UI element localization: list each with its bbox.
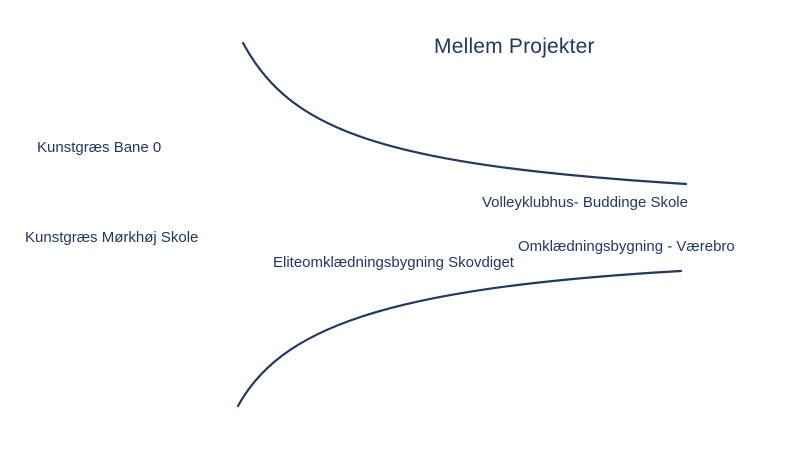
label-kunstgraes-bane-0: Kunstgræs Bane 0 (37, 139, 162, 156)
top-decreasing-curve (241, 41, 688, 186)
label-volleyklubhus-buddinge-skole: Volleyklubhus- Buddinge Skole (482, 194, 688, 211)
bottom-increasing-curve (236, 269, 683, 408)
label-omklaedningsbygning-vaerebro: Omklædningsbygning - Værebro (518, 238, 735, 255)
label-kunstgraes-moerkhoej-skole: Kunstgræs Mørkhøj Skole (25, 229, 199, 246)
slide-title: Mellem Projekter (434, 35, 595, 58)
label-eliteomklaedningsbygning-skovdiget: Eliteomklædningsbygning Skovdiget (273, 254, 514, 271)
